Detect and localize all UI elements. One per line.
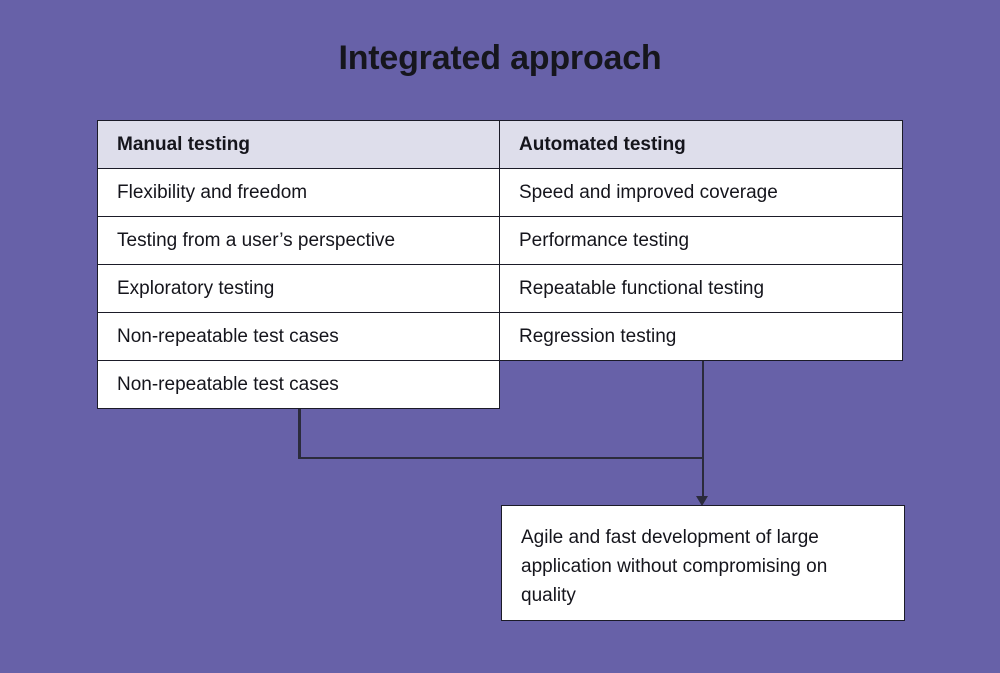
table-row: Performance testing <box>500 217 903 265</box>
table-row: Flexibility and freedom <box>97 169 500 217</box>
column-automated-testing: Automated testing Speed and improved cov… <box>500 120 903 361</box>
table-row: Non-repeatable test cases <box>97 361 500 409</box>
page-title: Integrated approach <box>338 39 662 77</box>
table-row: Testing from a user’s perspective <box>97 217 500 265</box>
column-header-automated-testing: Automated testing <box>500 120 903 169</box>
column-header-manual-testing: Manual testing <box>97 120 500 169</box>
column-manual-testing: Manual testing Flexibility and freedom T… <box>97 120 500 409</box>
outcome-box: Agile and fast development of large appl… <box>501 505 905 621</box>
table-row: Non-repeatable test cases <box>97 313 500 361</box>
connector-horizontal <box>298 456 704 459</box>
table-row: Repeatable functional testing <box>500 265 903 313</box>
connector-left-vertical <box>298 409 301 459</box>
table-row: Exploratory testing <box>97 265 500 313</box>
table-row: Speed and improved coverage <box>500 169 903 217</box>
arrow-down-icon <box>696 496 708 506</box>
connector-right-vertical <box>701 361 704 503</box>
table-row: Regression testing <box>500 313 903 361</box>
